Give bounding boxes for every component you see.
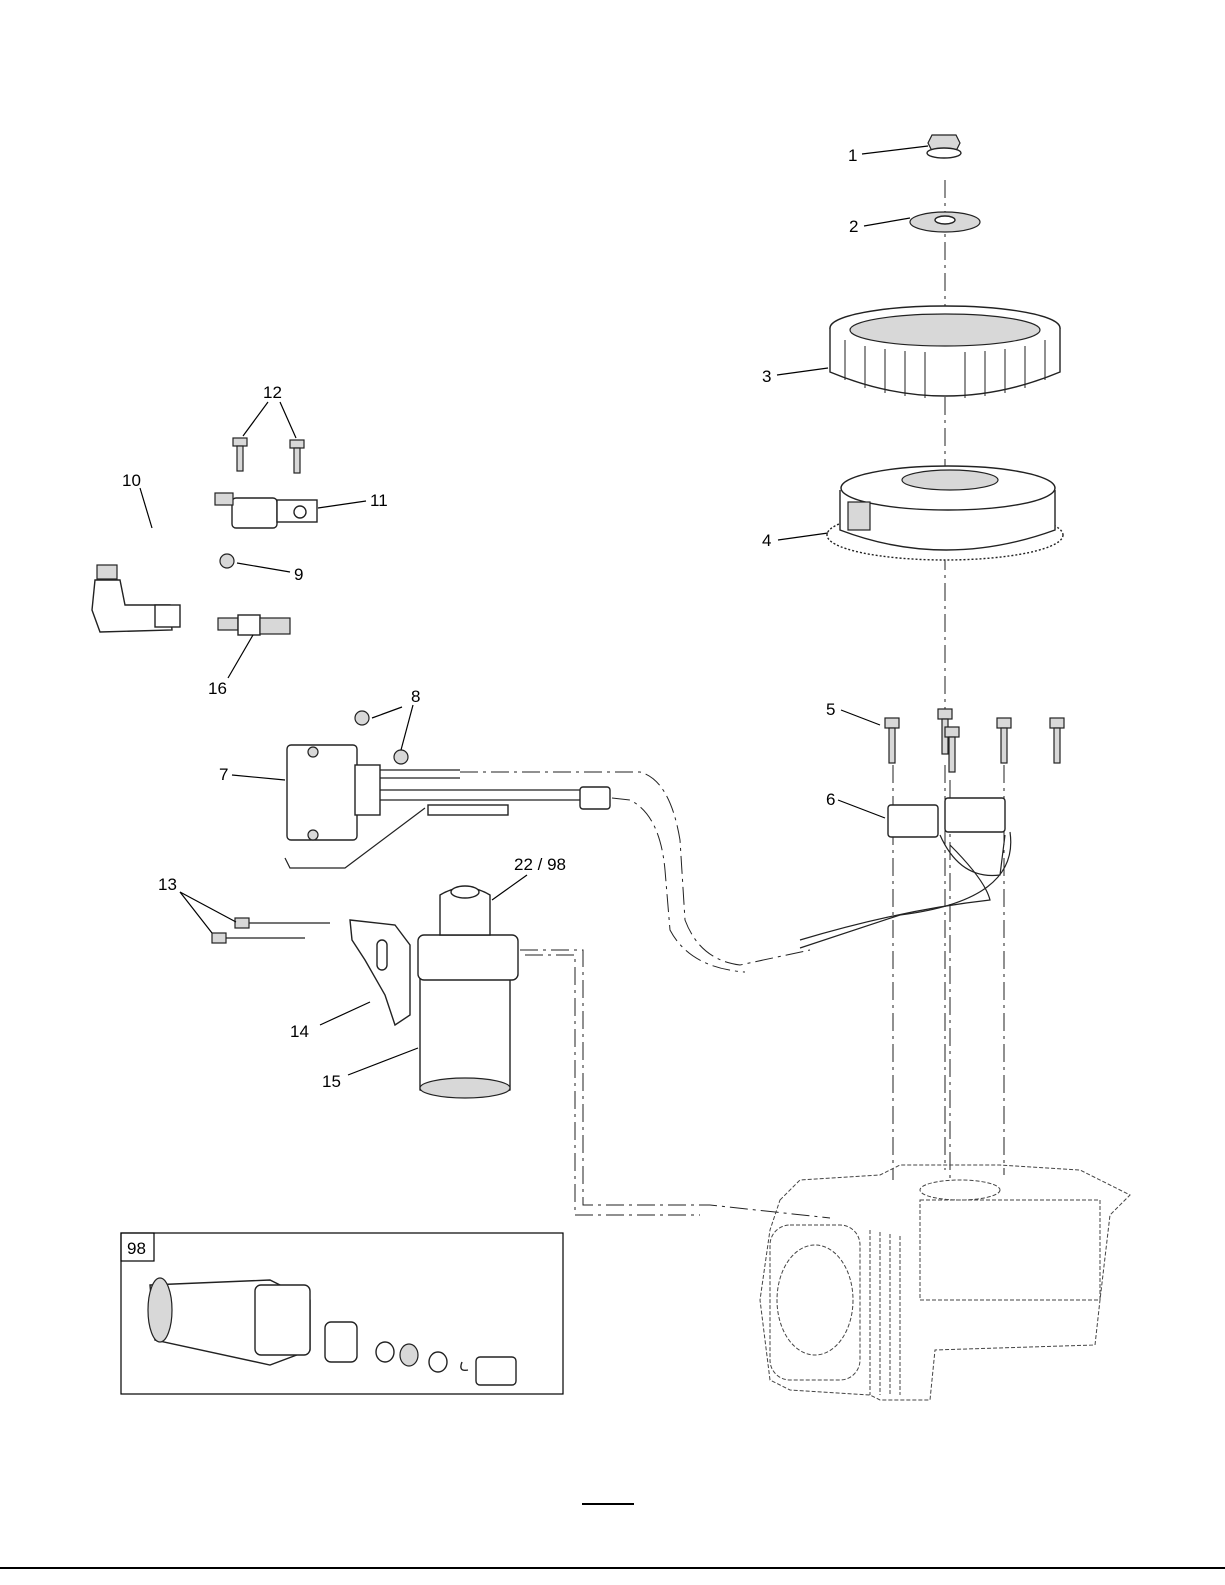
flywheel (827, 466, 1063, 560)
starter-bolts (212, 918, 330, 943)
callout-7: 7 (219, 765, 228, 784)
engine-block (760, 1165, 1130, 1400)
wire-clip (220, 554, 234, 568)
spark-plug-wire (92, 500, 215, 632)
inset-starter-parts (121, 1233, 563, 1394)
callout-5: 5 (826, 700, 835, 719)
inset-label-98: 98 (127, 1239, 146, 1258)
callout-6: 6 (826, 790, 835, 809)
callout-9: 9 (294, 565, 303, 584)
washer-plate (910, 212, 980, 232)
callout-12: 12 (263, 383, 282, 402)
alternator-connector (800, 798, 1011, 948)
callout-2: 2 (849, 217, 858, 236)
callout-22-98: 22 / 98 (514, 855, 566, 874)
callout-10: 10 (122, 471, 141, 490)
starter-bracket (350, 920, 410, 1025)
leader-lines (140, 146, 928, 1075)
starter-motor (418, 886, 518, 1098)
callout-16: 16 (208, 679, 227, 698)
page-number-underline (582, 1503, 634, 1505)
callout-15: 15 (322, 1072, 341, 1091)
ignition-coil (215, 493, 317, 528)
callout-3: 3 (762, 367, 771, 386)
callout-1: 1 (848, 146, 857, 165)
flange-nut (927, 135, 961, 158)
callout-14: 14 (290, 1022, 309, 1041)
regulator-nuts (355, 711, 408, 764)
coil-bolts (233, 438, 304, 473)
spark-plug (218, 615, 290, 635)
callout-13: 13 (158, 875, 177, 894)
page-bottom-rule (0, 1567, 1225, 1569)
callout-8: 8 (411, 687, 420, 706)
bolts-set (885, 709, 1064, 772)
callout-11: 11 (370, 491, 388, 510)
callout-4: 4 (762, 531, 771, 550)
cooling-fan (830, 306, 1060, 398)
